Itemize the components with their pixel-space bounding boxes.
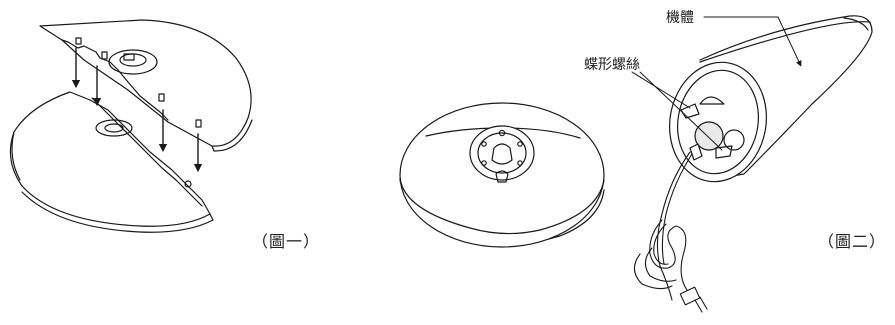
- leader-lines: [631, 16, 802, 151]
- figure-1-caption: （圖一）: [252, 232, 321, 251]
- figure-1-base-halves: [9, 19, 253, 233]
- upper-base-half: [39, 19, 253, 152]
- insertion-arrows: [71, 47, 203, 173]
- assembled-base: [399, 102, 605, 248]
- power-cord: [633, 151, 708, 313]
- wing-screw-label: 蝶形螺絲: [584, 57, 640, 73]
- wing-screw-upper: [680, 103, 700, 119]
- plug-icon: [679, 286, 708, 313]
- fan-body: [668, 15, 873, 183]
- lower-base-half: [9, 91, 214, 233]
- figure-2-caption: （圖二）: [818, 232, 887, 251]
- wing-screw-lower: [715, 145, 733, 159]
- body-label: 機體: [666, 10, 694, 26]
